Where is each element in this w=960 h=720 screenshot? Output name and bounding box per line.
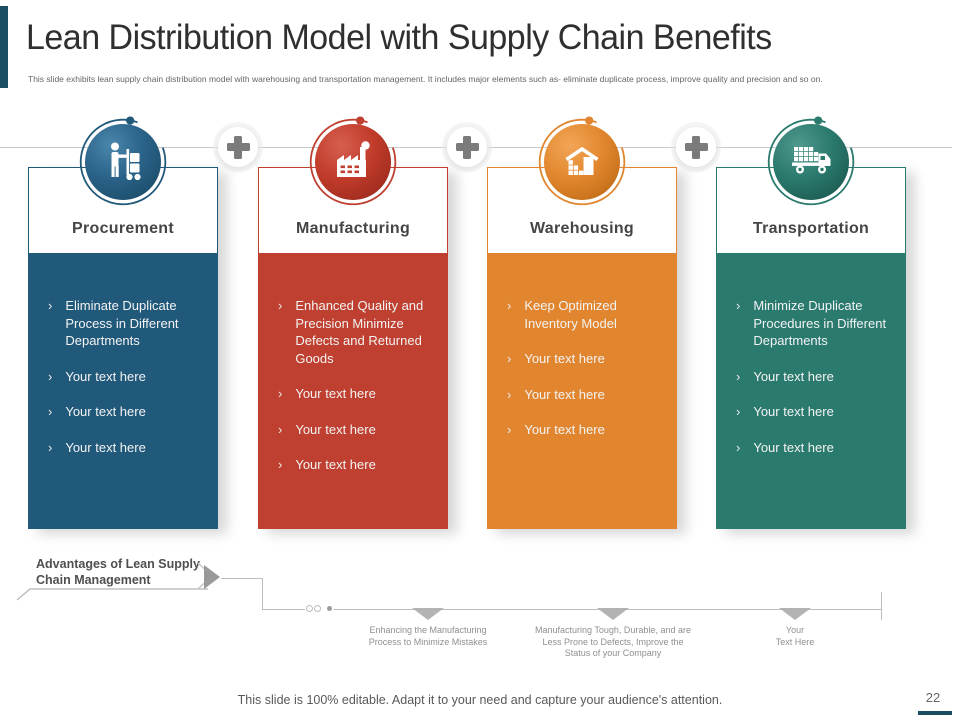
milestone-text: Enhancing the Manufacturing Process to M… xyxy=(368,625,488,647)
badge-ring xyxy=(309,116,397,206)
timeline-marker-triangle xyxy=(779,608,811,620)
chevron-bullet-icon: › xyxy=(736,404,741,419)
badge-ring xyxy=(767,116,855,206)
plus-icon xyxy=(676,127,716,167)
chevron-bullet-icon: › xyxy=(48,368,53,384)
chevron-bullet-icon: › xyxy=(48,298,53,313)
page-number: 22 xyxy=(925,690,941,705)
title-accent-bar xyxy=(0,6,8,88)
bullet-text: Your text here xyxy=(753,439,834,455)
chevron-bullet-icon: › xyxy=(507,298,512,313)
chevron-bullet-icon: › xyxy=(736,368,741,384)
manufacturing-badge xyxy=(309,116,397,206)
chevron-bullet-icon: › xyxy=(278,386,283,401)
milestone-text: Your Text Here xyxy=(775,625,815,647)
timeline-ring-dot xyxy=(306,605,313,612)
bullet-text: Your text here xyxy=(295,421,376,437)
advantages-underline xyxy=(16,588,208,601)
chevron-bullet-icon: › xyxy=(507,386,512,402)
list-item: › Your text here xyxy=(736,403,894,421)
transportation-card: Transportation ›Minimize Duplicate Proce… xyxy=(716,167,906,529)
list-item: › Your text here xyxy=(507,350,665,368)
bullet-text: Your text here xyxy=(524,386,605,402)
bullet-text: Your text here xyxy=(753,368,834,384)
chevron-bullet-icon: › xyxy=(278,421,283,437)
milestone-text: Manufacturing Tough, Durable, and are Le… xyxy=(535,625,691,658)
transportation-badge xyxy=(767,116,855,206)
arrow-right-icon xyxy=(197,562,220,590)
transportation-bullet-list: › Minimize Duplicate Procedures in Differ… xyxy=(736,297,894,456)
bullet-text: Eliminate Duplicate Process in Different… xyxy=(65,298,179,348)
list-item: › Your text here xyxy=(48,368,206,386)
timeline-marker-triangle xyxy=(412,608,444,620)
bullet-text: Your text here xyxy=(753,404,834,419)
procurement-title: Procurement xyxy=(28,167,218,254)
list-item: › Your text here xyxy=(507,386,665,404)
page-number-underline xyxy=(918,711,952,715)
manufacturing-body: › Enhanced Quality and Precision Minimize… xyxy=(258,254,448,529)
footer-note: This slide is 100% editable. Adapt it to… xyxy=(237,693,723,707)
timeline-end-tick xyxy=(881,592,882,620)
transportation-body: › Minimize Duplicate Procedures in Differ… xyxy=(716,254,906,529)
chevron-bullet-icon: › xyxy=(507,422,512,437)
badge-ring xyxy=(538,116,626,206)
list-item: › Your text here xyxy=(278,456,436,474)
bullet-text: Keep Optimized Inventory Model xyxy=(524,298,617,331)
warehouse-icon xyxy=(565,146,599,175)
timeline-marker-triangle xyxy=(597,608,629,620)
advantages-label: Advantages of Lean Supply Chain Manageme… xyxy=(36,557,200,587)
warehousing-card: Warehousing ›Keep Optimized Inventory Mo… xyxy=(487,167,677,529)
plus-icon xyxy=(218,127,258,167)
connector-line xyxy=(262,609,305,610)
list-item: › Your text here xyxy=(507,421,665,439)
list-item: › Your text here xyxy=(278,385,436,403)
chevron-bullet-icon: › xyxy=(736,298,741,313)
worker-cart-icon xyxy=(111,142,141,181)
list-item: › Your text here xyxy=(48,403,206,421)
connector-line xyxy=(262,578,263,610)
procurement-badge xyxy=(79,116,167,206)
bullet-text: Your text here xyxy=(295,386,376,401)
list-item: › Your text here xyxy=(48,439,206,457)
chevron-bullet-icon: › xyxy=(278,298,283,313)
bullet-text: Your text here xyxy=(295,457,376,472)
bullet-text: Your text here xyxy=(65,404,146,419)
manufacturing-title: Manufacturing xyxy=(258,167,448,254)
chevron-bullet-icon: › xyxy=(736,439,741,455)
list-item: › Eliminate Duplicate Process in Differen… xyxy=(48,297,206,350)
page-subtitle: This slide exhibits lean supply chain di… xyxy=(28,74,823,84)
delivery-truck-icon xyxy=(792,147,831,174)
connector-line xyxy=(221,578,262,579)
bullet-text: Enhanced Quality and Precision Minimize … xyxy=(295,298,424,366)
timeline-ring-dot xyxy=(314,605,321,612)
chevron-bullet-icon: › xyxy=(48,439,53,455)
procurement-bullet-list: › Eliminate Duplicate Process in Differen… xyxy=(48,297,206,456)
list-item: › Your text here xyxy=(736,368,894,386)
chevron-bullet-icon: › xyxy=(507,351,512,366)
manufacturing-bullet-list: › Enhanced Quality and Precision Minimize… xyxy=(278,297,436,474)
list-item: › Your text here xyxy=(278,421,436,439)
chevron-bullet-icon: › xyxy=(48,404,53,419)
warehousing-bullet-list: › Keep Optimized Inventory Model › Your te… xyxy=(507,297,665,439)
list-item: › Your text here xyxy=(736,439,894,457)
list-item: › Keep Optimized Inventory Model xyxy=(507,297,665,332)
procurement-body: › Eliminate Duplicate Process in Differen… xyxy=(28,254,218,529)
warehousing-body: › Keep Optimized Inventory Model › Your te… xyxy=(487,254,677,529)
plus-icon xyxy=(447,127,487,167)
warehousing-badge xyxy=(538,116,626,206)
list-item: › Minimize Duplicate Procedures in Differ… xyxy=(736,297,894,350)
bullet-text: Your text here xyxy=(524,351,605,366)
badge-ring xyxy=(79,116,167,206)
list-item: › Enhanced Quality and Precision Minimize… xyxy=(278,297,436,367)
bullet-text: Your text here xyxy=(65,439,146,455)
manufacturing-card: Manufacturing › Enhanced Quality and Prec… xyxy=(258,167,448,529)
bullet-text: Minimize Duplicate Procedures in Differe… xyxy=(753,298,887,348)
bullet-text: Your text here xyxy=(65,368,146,384)
chevron-bullet-icon: › xyxy=(278,457,283,472)
factory-icon xyxy=(337,141,370,177)
procurement-card: Procurement › Eliminate Duplicate Process… xyxy=(28,167,218,529)
bullet-text: Your text here xyxy=(524,422,605,437)
timeline-start-dot xyxy=(327,606,332,611)
page-title: Lean Distribution Model with Supply Chai… xyxy=(26,18,772,57)
